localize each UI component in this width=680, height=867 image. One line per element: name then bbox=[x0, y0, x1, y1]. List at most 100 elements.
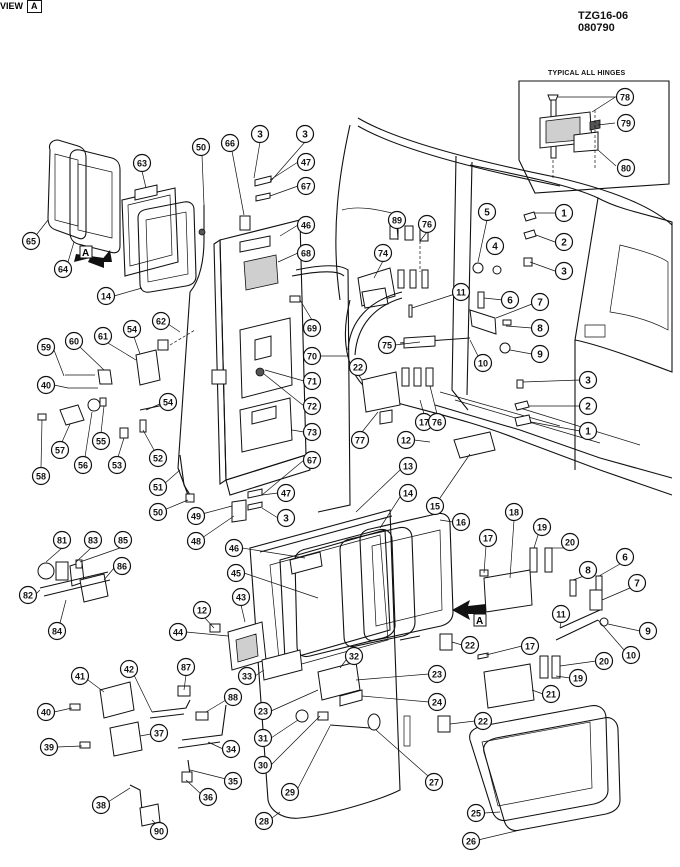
callout-number: 3 bbox=[585, 376, 591, 387]
callout-number: 10 bbox=[626, 651, 636, 661]
callout-circle bbox=[122, 319, 142, 339]
callout-32: 32 bbox=[344, 646, 364, 666]
callout-31: 31 bbox=[253, 728, 273, 748]
callout-36: 36 bbox=[198, 787, 218, 807]
callout-number: 47 bbox=[301, 158, 311, 168]
callout-number: 42 bbox=[124, 665, 134, 675]
callout-number: 78 bbox=[620, 93, 630, 103]
callout-circle bbox=[504, 502, 524, 522]
callout-circle bbox=[451, 512, 471, 532]
callout-number: 83 bbox=[88, 536, 98, 546]
callout-number: 56 bbox=[78, 461, 88, 471]
callout-63: 63 bbox=[132, 153, 152, 173]
callout-number: 72 bbox=[307, 402, 317, 412]
callout-number: 19 bbox=[537, 523, 547, 533]
callout-number: 75 bbox=[382, 341, 392, 351]
callout-8: 8 bbox=[530, 318, 550, 338]
callout-67: 67 bbox=[302, 450, 322, 470]
callout-circle bbox=[296, 243, 316, 263]
callout-37: 37 bbox=[149, 723, 169, 743]
callout-circle bbox=[302, 396, 322, 416]
callout-number: 23 bbox=[258, 707, 268, 717]
callout-number: 3 bbox=[257, 130, 263, 141]
callout-27: 27 bbox=[424, 772, 444, 792]
callout-65: 65 bbox=[21, 231, 41, 251]
leader-lines bbox=[35, 95, 641, 841]
callout-number: 57 bbox=[55, 446, 65, 456]
callout-number: 68 bbox=[301, 249, 311, 259]
callout-circle bbox=[461, 831, 481, 851]
callout-25: 25 bbox=[466, 803, 486, 823]
callout-83: 83 bbox=[83, 530, 103, 550]
callout-number: 6 bbox=[507, 296, 513, 307]
callout-circle bbox=[344, 646, 364, 666]
callout-number: 11 bbox=[556, 610, 566, 620]
callout-circle bbox=[91, 795, 111, 815]
callout-number: 10 bbox=[478, 359, 488, 369]
callout-40: 40 bbox=[36, 375, 56, 395]
callout-56: 56 bbox=[73, 455, 93, 475]
callout-9: 9 bbox=[638, 621, 658, 641]
callout-80: 80 bbox=[616, 158, 636, 178]
callout-circle bbox=[302, 422, 322, 442]
callout-9: 9 bbox=[530, 344, 550, 364]
callout-circle bbox=[73, 455, 93, 475]
callout-number: 2 bbox=[585, 402, 591, 413]
callout-circle bbox=[296, 176, 316, 196]
callout-40: 40 bbox=[36, 702, 56, 722]
callout-circle bbox=[348, 357, 368, 377]
callout-number: 14 bbox=[403, 489, 413, 499]
callout-number: 54 bbox=[127, 325, 137, 335]
callout-number: 8 bbox=[585, 566, 591, 577]
callout-66: 66 bbox=[220, 133, 240, 153]
callout-circle bbox=[302, 318, 322, 338]
callout-number: 60 bbox=[69, 337, 79, 347]
callout-circle bbox=[578, 396, 598, 416]
callout-circle bbox=[231, 587, 251, 607]
callout-57: 57 bbox=[50, 440, 70, 460]
callout-number: 33 bbox=[242, 672, 252, 682]
callout-number: 59 bbox=[41, 343, 51, 353]
callout-circle bbox=[417, 214, 437, 234]
callout-number: 71 bbox=[307, 377, 317, 387]
left-latch-hardware bbox=[37, 329, 196, 503]
callout-circle bbox=[532, 517, 552, 537]
callout-3: 3 bbox=[276, 508, 296, 528]
callout-circle bbox=[191, 137, 211, 157]
callout-10: 10 bbox=[621, 645, 641, 665]
callout-12: 12 bbox=[396, 430, 416, 450]
callout-number: 1 bbox=[561, 209, 567, 220]
callout-52: 52 bbox=[148, 448, 168, 468]
callout-50: 50 bbox=[148, 502, 168, 522]
callout-circle bbox=[254, 811, 274, 831]
callout-81: 81 bbox=[52, 530, 72, 550]
callout-circle bbox=[91, 431, 111, 451]
callout-circle bbox=[578, 370, 598, 390]
callout-6: 6 bbox=[615, 547, 635, 567]
callout-circle bbox=[295, 124, 315, 144]
callout-number: 41 bbox=[75, 672, 85, 682]
callout-circle bbox=[451, 282, 471, 302]
callout-circle bbox=[113, 530, 133, 550]
callout-59: 59 bbox=[36, 337, 56, 357]
callout-circle bbox=[223, 771, 243, 791]
callout-circle bbox=[52, 530, 72, 550]
callout-circle bbox=[107, 455, 127, 475]
callout-number: 20 bbox=[565, 538, 575, 548]
callout-39: 39 bbox=[39, 737, 59, 757]
callout-circle bbox=[223, 687, 243, 707]
callout-circle bbox=[36, 702, 56, 722]
callout-circle bbox=[36, 375, 56, 395]
callout-number: 19 bbox=[573, 674, 583, 684]
callout-number: 14 bbox=[101, 292, 111, 302]
callout-55: 55 bbox=[91, 431, 111, 451]
callout-number: 74 bbox=[378, 249, 388, 259]
callout-number: 11 bbox=[456, 288, 466, 298]
callout-circle bbox=[398, 483, 418, 503]
callout-number: 84 bbox=[52, 627, 62, 637]
callout-circle bbox=[220, 133, 240, 153]
callout-number: 5 bbox=[484, 208, 490, 219]
callout-number: 27 bbox=[429, 778, 439, 788]
callout-number: 18 bbox=[509, 508, 519, 518]
callout-3: 3 bbox=[554, 261, 574, 281]
